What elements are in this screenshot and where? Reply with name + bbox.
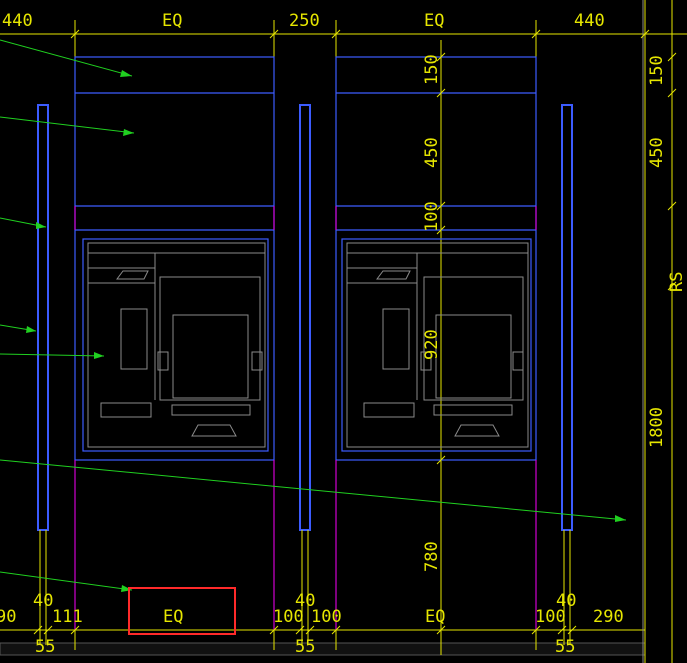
center-vdim-4: 920: [422, 329, 442, 360]
bottom-dim-6: 40: [295, 591, 315, 611]
left-post: [37, 104, 49, 531]
leader-lines: [0, 39, 627, 591]
center-post: [299, 104, 311, 531]
bottom-dim-3: 111: [52, 607, 83, 627]
center-vdim-3: 100: [422, 201, 442, 232]
top-dim-3: 250: [289, 11, 320, 31]
left-atm-unit[interactable]: [82, 238, 269, 452]
post-base-lines: [39, 530, 571, 645]
center-vdim-ticks: [436, 52, 446, 635]
right-vdim-1: 150: [647, 55, 667, 86]
bottom-dim-10: 40: [556, 591, 576, 611]
bottom-dim-7: 100: [311, 607, 342, 627]
top-dim-5: 440: [574, 11, 605, 31]
leader-arrowheads: [26, 70, 626, 592]
bottom-small-1: 55: [35, 637, 55, 657]
right-vdim-ticks: [667, 52, 677, 291]
right-cabinet-frame: [335, 56, 537, 461]
top-dim-4: EQ: [424, 11, 444, 31]
bottom-dim-2: 40: [33, 591, 53, 611]
right-post: [561, 104, 573, 531]
left-cabinet-frame: [74, 56, 275, 461]
bottom-dim-8: EQ: [425, 607, 445, 627]
floor-hatch: [0, 642, 646, 656]
bottom-dim-11: 290: [593, 607, 624, 627]
center-vdim-1: 150: [422, 54, 442, 85]
right-atm-unit[interactable]: [341, 238, 532, 452]
right-vdim-3: 1800: [647, 407, 667, 448]
bottom-dim-5: 100: [273, 607, 304, 627]
bottom-dim-9: 100: [535, 607, 566, 627]
bottom-dim-1: 90: [0, 607, 16, 627]
center-vdim-2: 450: [422, 137, 442, 168]
top-dim-2: EQ: [162, 11, 182, 31]
bottom-ticks: [33, 625, 577, 635]
bottom-dim-4: EQ: [163, 607, 183, 627]
top-dim-1: 440: [2, 11, 33, 31]
bottom-small-3: 55: [555, 637, 575, 657]
selection-highlight-box[interactable]: [128, 587, 236, 635]
top-ticks: [70, 29, 650, 39]
center-vdim-5: 780: [422, 541, 442, 572]
bottom-small-2: 55: [295, 637, 315, 657]
right-partial-label: RS: [667, 272, 687, 292]
right-vdim-2: 450: [647, 137, 667, 168]
